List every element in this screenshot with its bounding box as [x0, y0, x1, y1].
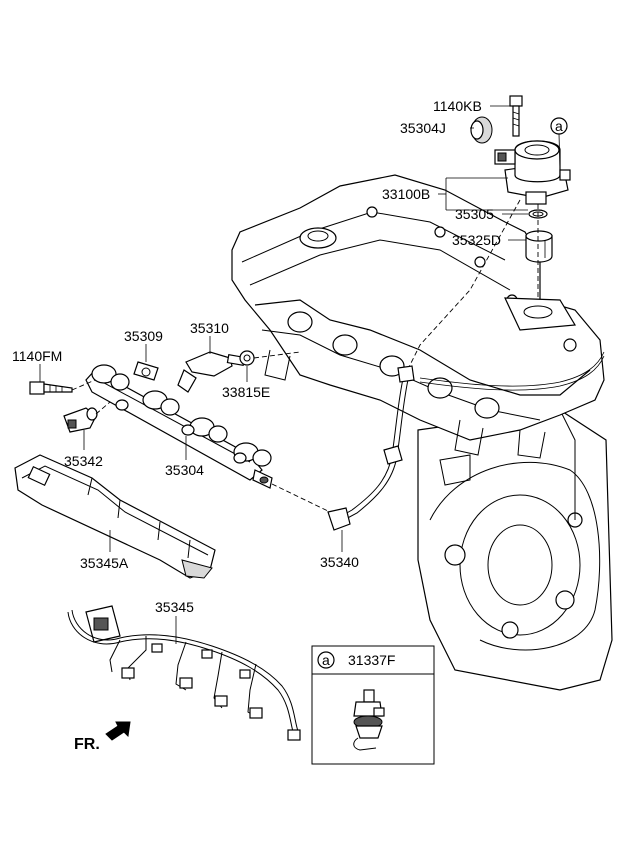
label-35325d: 35325D	[452, 232, 501, 248]
front-direction-label: FR.	[74, 736, 100, 753]
label-1140kb: 1140KB	[433, 98, 482, 114]
front-arrow-icon	[105, 721, 131, 741]
label-35345a: 35345A	[80, 555, 129, 571]
high-pressure-fuel-pump: a	[404, 95, 571, 376]
label-31337f: 31337F	[348, 652, 395, 668]
label-35304: 35304	[165, 462, 204, 478]
label-35342: 35342	[64, 453, 103, 469]
label-35310: 35310	[190, 320, 229, 336]
fuel-rail-assembly	[29, 350, 331, 513]
callout-detail-box: a 31337F	[311, 645, 435, 765]
label-35340: 35340	[320, 554, 359, 570]
fuel-rail-cover	[14, 454, 216, 579]
leader-lines	[39, 105, 528, 644]
cylinder-head	[231, 174, 605, 459]
high-pressure-pipe	[327, 365, 415, 531]
front-direction-indicator: FR.	[74, 721, 131, 753]
label-35304j: 35304J	[400, 120, 446, 136]
wiring-harness	[67, 605, 301, 741]
label-35345: 35345	[155, 599, 194, 615]
label-35305: 35305	[455, 206, 494, 222]
label-1140fm: 1140FM	[12, 348, 62, 364]
label-35309: 35309	[124, 328, 163, 344]
engine-block	[417, 409, 613, 691]
label-33815e: 33815E	[222, 384, 270, 400]
pump-callout-marker: a	[555, 118, 563, 134]
part-labels: 1140KB 35304J 33100B 35305 35325D 35309 …	[12, 98, 501, 615]
callout-box-marker: a	[322, 652, 330, 668]
label-33100b: 33100B	[382, 186, 430, 202]
fitting-31337f	[353, 689, 385, 751]
